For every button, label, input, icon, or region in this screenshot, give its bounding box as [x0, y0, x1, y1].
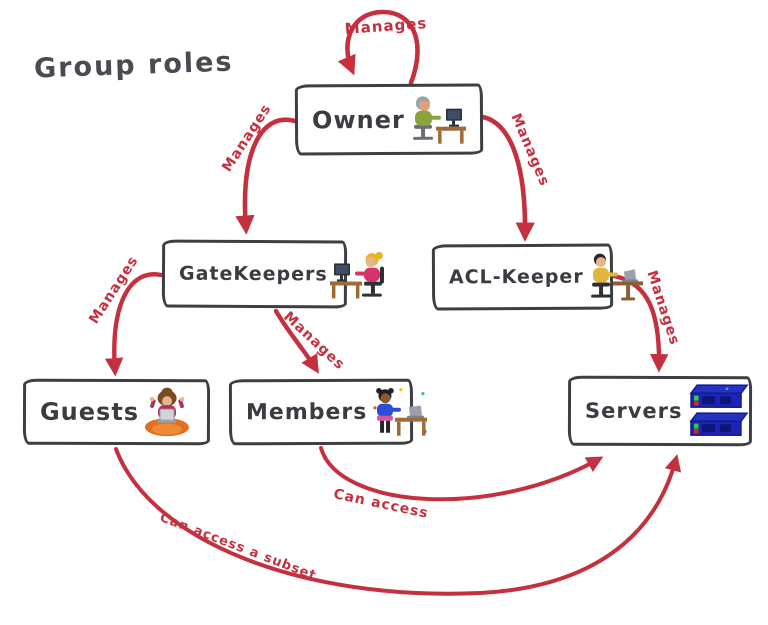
edge-label-members-servers: Can access: [332, 486, 430, 522]
edge-label-owner-self: Manages: [344, 14, 428, 38]
edge-label-guests-servers: Can access a subset: [157, 510, 319, 584]
server-unit-bottom: [688, 412, 749, 437]
node-guests-label: Guests: [39, 397, 140, 427]
gatekeeper-at-desk-icon: [329, 251, 384, 299]
node-servers: Servers: [567, 375, 753, 447]
edge-label-owner-acl-keeper: Manages: [507, 111, 553, 189]
node-acl-keeper-label: ACL-Keeper: [448, 265, 584, 289]
server-stack-icon: [688, 384, 749, 437]
guest-on-beanbag-icon: [145, 387, 190, 437]
node-gatekeepers-label: GateKeepers: [178, 262, 328, 286]
diagram-title: Group roles: [33, 46, 234, 85]
node-members: Members: [228, 378, 428, 446]
server-unit-top: [689, 384, 749, 409]
node-owner: Owner: [294, 83, 484, 156]
edge-label-acl-keeper-servers: Manages: [643, 268, 683, 348]
node-owner-label: Owner: [311, 105, 405, 134]
node-servers-label: Servers: [584, 398, 683, 424]
member-at-desk-icon: [373, 387, 428, 436]
node-gatekeepers: GateKeepers: [161, 239, 384, 309]
edge-label-gatekeepers-members: Manages: [280, 308, 348, 374]
node-guests: Guests: [22, 378, 211, 446]
node-acl-keeper: ACL-Keeper: [431, 243, 643, 311]
edge-label-owner-gatekeepers: Manages: [219, 101, 275, 175]
edge-label-gatekeepers-guests: Manages: [86, 253, 142, 327]
node-members-label: Members: [245, 399, 368, 425]
acl-keeper-at-desk-icon: [590, 253, 643, 301]
owner-at-desk-icon: [413, 95, 467, 144]
edge-guests-servers: [114, 447, 682, 596]
